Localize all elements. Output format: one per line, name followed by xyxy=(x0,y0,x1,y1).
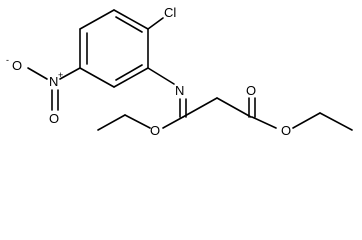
bond-o-ester-ch2 xyxy=(292,112,321,129)
ring-bond-6 xyxy=(79,9,115,30)
benzene-ring xyxy=(79,9,149,88)
bond-ring-n-imine xyxy=(147,67,175,85)
atom-o-ethoxy: O xyxy=(150,123,160,138)
bond-ethoxy-ch3 xyxy=(97,114,126,131)
ring-double-inner-2 xyxy=(115,64,143,81)
bond-o-ethoxy-ch2 xyxy=(124,114,151,129)
bond-c-o-ethoxy xyxy=(162,116,184,129)
bond-ring-nitro xyxy=(59,67,81,80)
charge-n-nitro: + xyxy=(58,70,63,80)
bond-ch2-c-ester xyxy=(216,97,252,118)
molecule-svg: Cl N + O - O N O O O xyxy=(6,5,353,138)
atom-n-imine: N xyxy=(175,83,184,98)
ring-bond-1 xyxy=(113,9,149,30)
bond-c-o-ester xyxy=(251,116,277,129)
bond-nitro-o-single xyxy=(27,67,48,80)
atom-o-nitro-minus: O xyxy=(12,58,22,73)
atom-o-carbonyl: O xyxy=(246,83,256,98)
ring-bond-3 xyxy=(113,67,149,88)
bond-c-ch2 xyxy=(182,97,218,118)
ring-bond-4 xyxy=(79,67,115,88)
bond-ester-ch3 xyxy=(319,112,353,131)
charge-o-nitro: - xyxy=(6,55,9,65)
atom-cl: Cl xyxy=(164,5,176,20)
ring-double-inner-1 xyxy=(115,16,143,33)
bond-ring-cl xyxy=(147,17,164,30)
atom-o-ester: O xyxy=(281,123,291,138)
structure-diagram: Cl N + O - O N O O O xyxy=(6,5,353,138)
atom-o-nitro-double: O xyxy=(49,111,59,126)
atom-n-nitro: N xyxy=(49,74,58,89)
